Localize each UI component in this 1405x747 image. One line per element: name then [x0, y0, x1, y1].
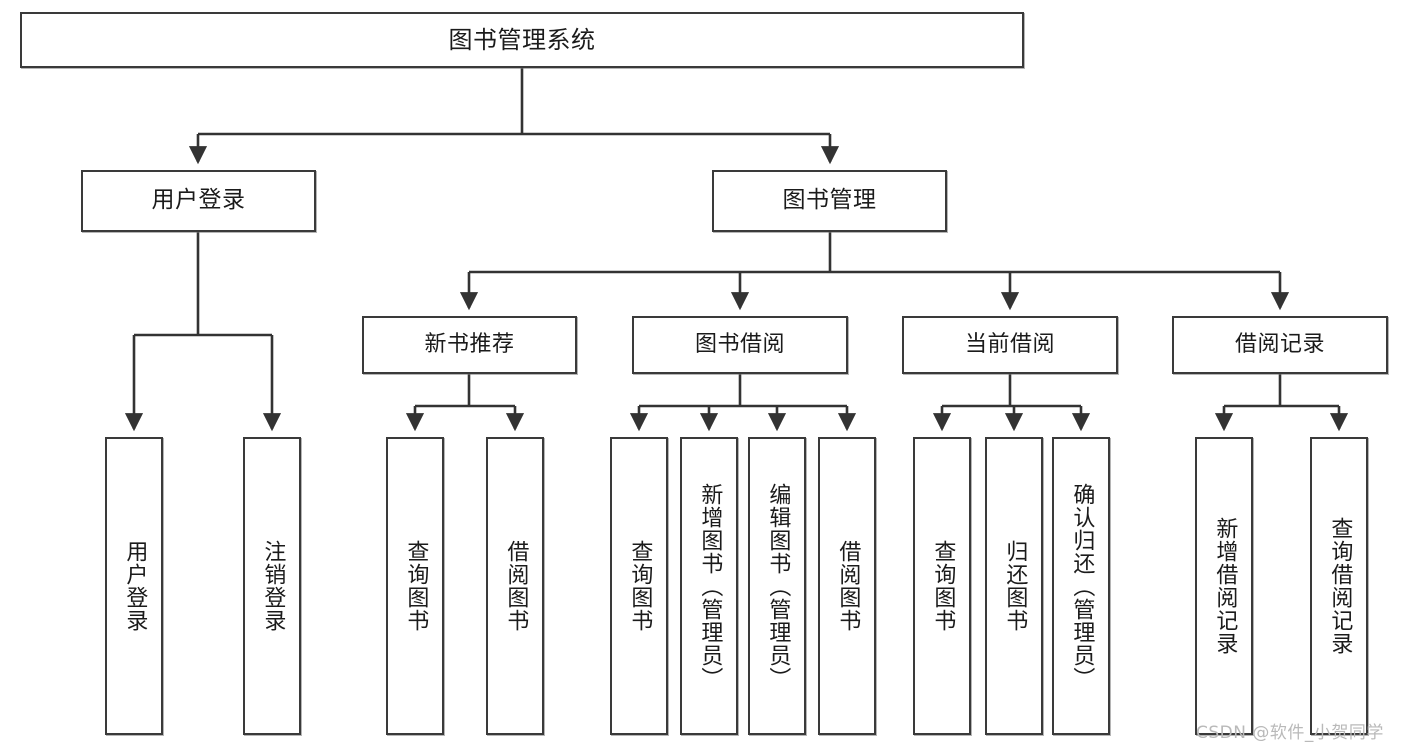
leaf-return-book[interactable]: 归还图书	[985, 437, 1043, 735]
leaf-borrow-book-2-label: 借阅图书	[835, 540, 861, 632]
leaf-edit-book[interactable]: 编辑图书（管理员）	[748, 437, 806, 735]
node-root-label: 图书管理系统	[448, 25, 596, 54]
leaf-query-book-3[interactable]: 查询图书	[913, 437, 971, 735]
leaf-query-book-3-label: 查询图书	[930, 540, 956, 632]
leaf-add-book[interactable]: 新增图书（管理员）	[680, 437, 738, 735]
node-book-borrow[interactable]: 图书借阅	[632, 316, 848, 374]
leaf-confirm-return-label: 确认归还（管理员）	[1069, 482, 1095, 690]
leaf-add-record-label: 新增借阅记录	[1212, 517, 1238, 655]
node-borrow-record-label: 借阅记录	[1234, 332, 1325, 358]
node-user-login[interactable]: 用户登录	[81, 170, 316, 232]
leaf-add-book-label: 新增图书（管理员）	[697, 482, 723, 690]
node-user-login-label: 用户登录	[151, 187, 246, 214]
node-book-manage-label: 图书管理	[782, 187, 877, 214]
leaf-add-record[interactable]: 新增借阅记录	[1195, 437, 1253, 735]
leaf-borrow-book-1-label: 借阅图书	[503, 540, 529, 632]
leaf-query-book-2-label: 查询图书	[627, 540, 653, 632]
leaf-logout-label: 注销登录	[260, 540, 286, 632]
leaf-borrow-book-1[interactable]: 借阅图书	[486, 437, 544, 735]
leaf-borrow-book-2[interactable]: 借阅图书	[818, 437, 876, 735]
node-borrow-record[interactable]: 借阅记录	[1172, 316, 1388, 374]
node-current-borrow[interactable]: 当前借阅	[902, 316, 1118, 374]
node-current-borrow-label: 当前借阅	[964, 332, 1055, 358]
leaf-return-book-label: 归还图书	[1002, 540, 1028, 632]
leaf-confirm-return[interactable]: 确认归还（管理员）	[1052, 437, 1110, 735]
node-new-book-recommend[interactable]: 新书推荐	[362, 316, 577, 374]
node-new-book-recommend-label: 新书推荐	[424, 332, 515, 358]
node-book-borrow-label: 图书借阅	[694, 332, 785, 358]
node-book-manage[interactable]: 图书管理	[712, 170, 947, 232]
watermark: CSDN @软件_小贺同学	[1196, 723, 1384, 743]
node-root[interactable]: 图书管理系统	[20, 12, 1024, 68]
leaf-user-login[interactable]: 用户登录	[105, 437, 163, 735]
leaf-query-record[interactable]: 查询借阅记录	[1310, 437, 1368, 735]
leaf-query-book-1[interactable]: 查询图书	[386, 437, 444, 735]
leaf-edit-book-label: 编辑图书（管理员）	[765, 482, 791, 690]
leaf-logout[interactable]: 注销登录	[243, 437, 301, 735]
leaf-user-login-label: 用户登录	[122, 540, 148, 632]
leaf-query-book-2[interactable]: 查询图书	[610, 437, 668, 735]
leaf-query-book-1-label: 查询图书	[403, 540, 429, 632]
leaf-query-record-label: 查询借阅记录	[1327, 517, 1353, 655]
